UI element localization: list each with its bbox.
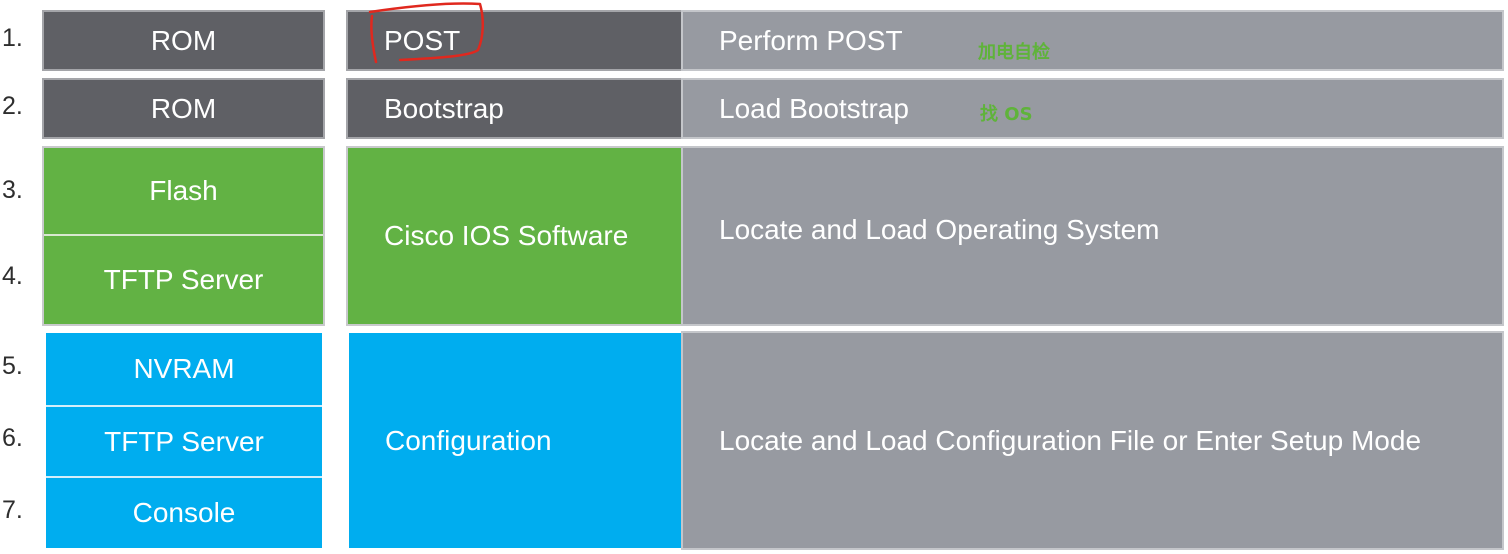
- description-text: Locate and Load Operating System: [719, 214, 1160, 245]
- step-number: 7.: [2, 496, 23, 524]
- component-post: POST: [346, 10, 683, 71]
- divider: [46, 405, 322, 407]
- description-text: Perform POST: [719, 24, 903, 56]
- step-number: 5.: [2, 352, 23, 380]
- component-configuration: Configuration: [349, 333, 681, 548]
- annotation-note: 找 OS: [980, 104, 1033, 125]
- description-perform-post: Perform POST: [681, 10, 1504, 71]
- step-number: 3.: [2, 176, 23, 204]
- description-text: Load Bootstrap: [719, 92, 909, 124]
- step-number: 4.: [2, 262, 23, 290]
- component-bootstrap: Bootstrap: [346, 78, 683, 139]
- source-tftp-server-ios: TFTP Server: [44, 236, 323, 324]
- source-console: Console: [46, 478, 322, 548]
- component-cisco-ios-software: Cisco IOS Software: [348, 148, 681, 324]
- source-flash: Flash: [44, 148, 323, 234]
- annotation-note: 加电自检: [978, 42, 1050, 63]
- source-rom-1: ROM: [42, 10, 325, 71]
- ios-source-frame: [42, 146, 325, 326]
- step-number: 1.: [2, 24, 23, 52]
- description-load-config: Locate and Load Configuration File or En…: [681, 331, 1504, 550]
- description-load-bootstrap: Load Bootstrap: [681, 78, 1504, 139]
- description-load-os: Locate and Load Operating System: [681, 146, 1504, 326]
- step-number: 2.: [2, 92, 23, 120]
- source-nvram: NVRAM: [46, 333, 322, 405]
- source-rom-2: ROM: [42, 78, 325, 139]
- source-tftp-server-config: TFTP Server: [46, 407, 322, 476]
- divider: [46, 476, 322, 478]
- description-text: Locate and Load Configuration File or En…: [719, 424, 1422, 456]
- step-number: 6.: [2, 424, 23, 452]
- divider: [44, 234, 323, 236]
